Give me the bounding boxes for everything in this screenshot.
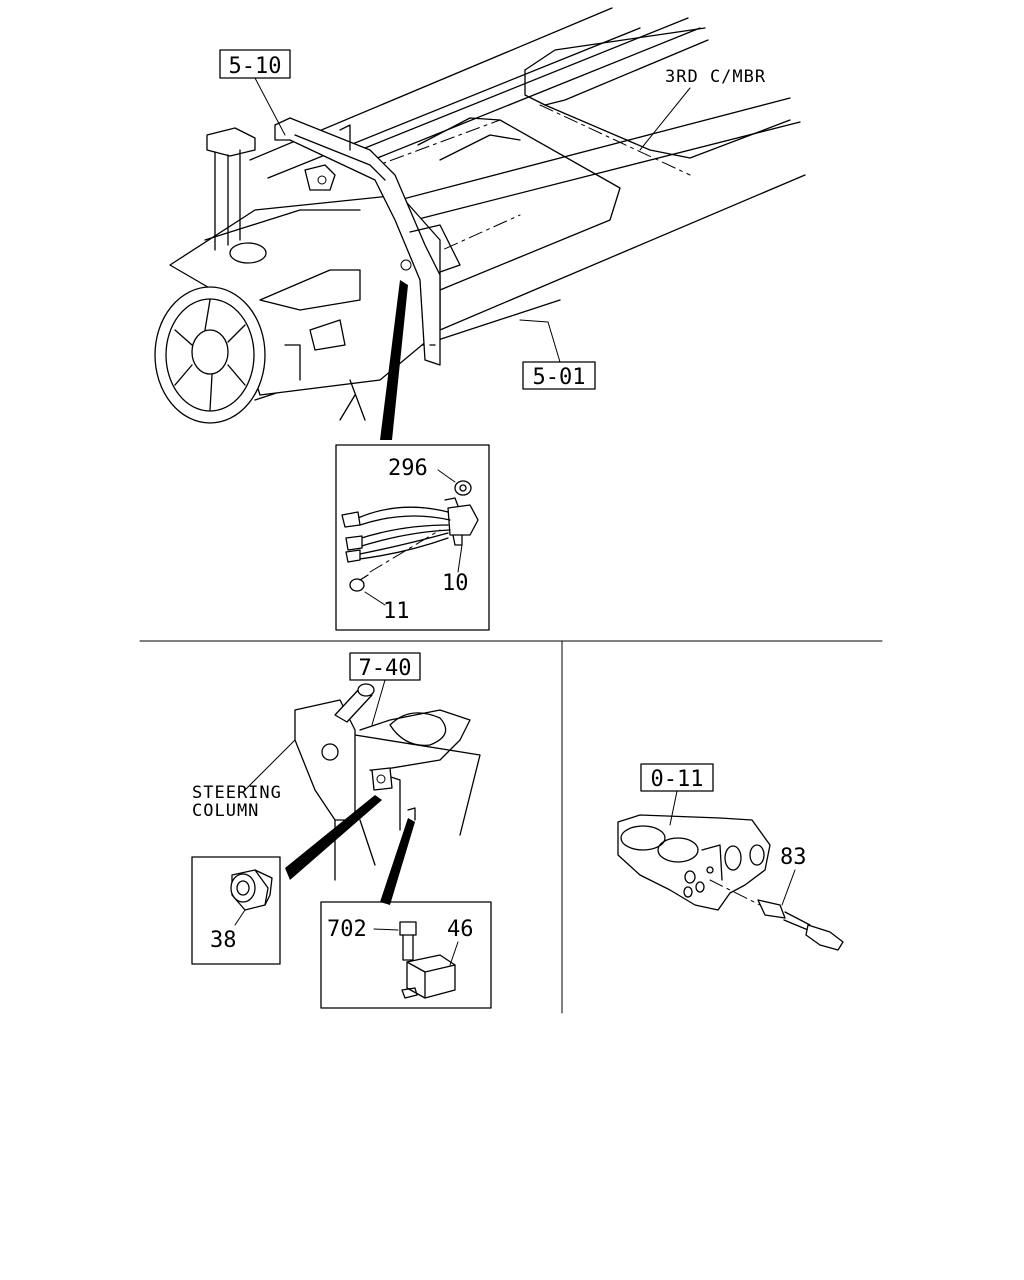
third-cross-member-leader xyxy=(639,87,691,151)
part-number-38: 38 xyxy=(210,928,237,953)
detail-pointer-38 xyxy=(285,795,382,880)
detail-pointer-46 xyxy=(380,818,415,905)
detail-box-38: 38 xyxy=(191,856,281,965)
steering-label-line1: STEERING xyxy=(192,783,282,803)
part-number-702: 702 xyxy=(327,917,367,942)
ref-box-5-01: 5-01 xyxy=(522,361,596,390)
part-number-83: 83 xyxy=(780,845,807,870)
part-number-46: 46 xyxy=(447,917,474,942)
ref-label-0-11: 0-11 xyxy=(651,767,704,792)
frame-assembly xyxy=(249,7,806,401)
ref-label-5-01: 5-01 xyxy=(533,365,586,390)
engine-block-assembly: 83 xyxy=(617,814,844,951)
part-number-10: 10 xyxy=(442,571,469,596)
third-cross-member-label: 3RD C/MBR xyxy=(665,67,766,87)
ref-box-7-40: 7-40 xyxy=(349,652,421,726)
ref-box-0-11: 0-11 xyxy=(640,763,714,826)
part-number-11: 11 xyxy=(383,599,410,624)
transmission xyxy=(154,117,461,424)
detail-box-702-46: 702 46 xyxy=(320,901,492,1009)
ref-box-5-10: 5-10 xyxy=(219,49,291,136)
steering-column-assembly: STEERING COLUMN xyxy=(192,683,481,881)
ref-label-5-10: 5-10 xyxy=(229,54,282,79)
detail-pointer-top xyxy=(380,280,408,440)
steering-label-line2: COLUMN xyxy=(192,801,259,821)
detail-box-harness: 296 10 11 xyxy=(335,444,490,631)
part-number-296: 296 xyxy=(388,456,428,481)
ref-label-7-40: 7-40 xyxy=(359,656,412,681)
